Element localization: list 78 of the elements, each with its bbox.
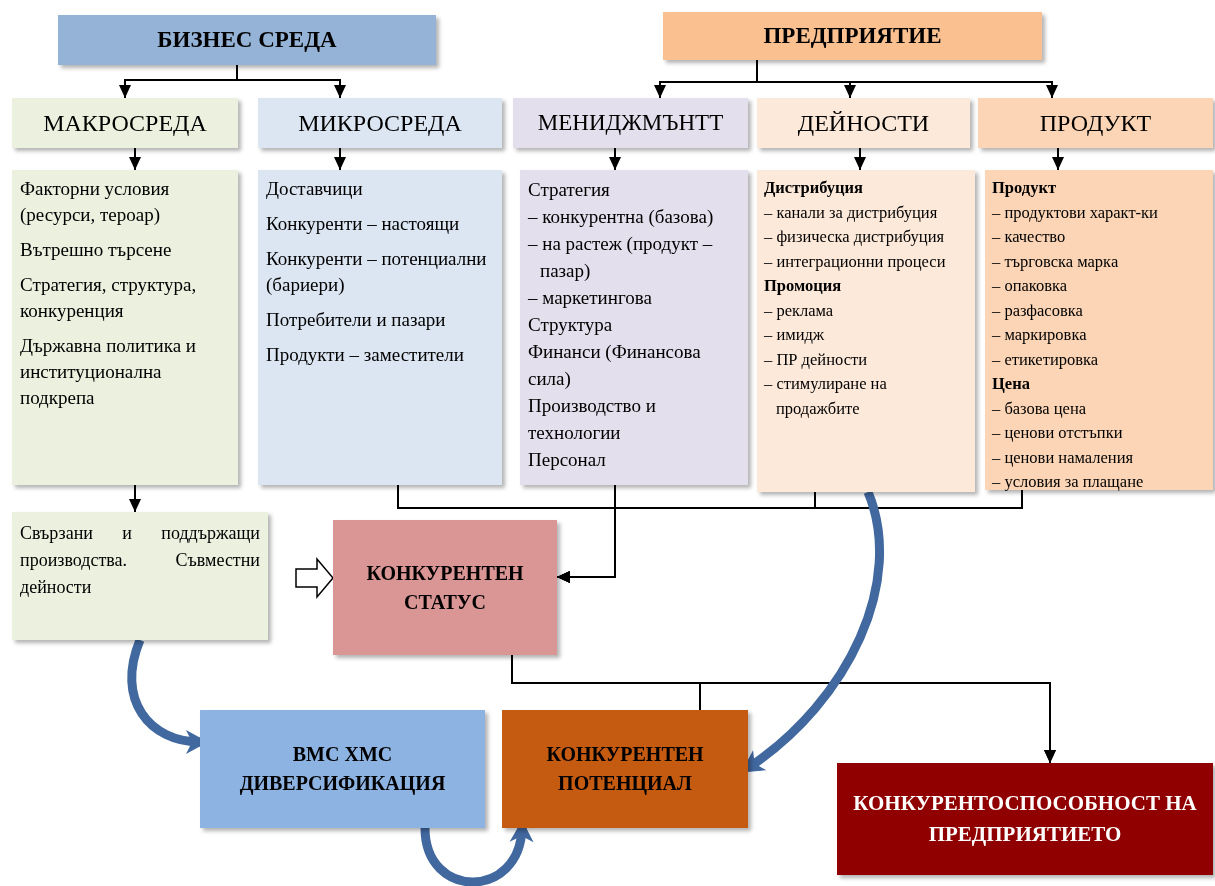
box-title: ВМС ХМС ДИВЕРСИФИКАЦИЯ — [238, 742, 447, 797]
list-item: – канали за дистрибуция — [764, 201, 939, 224]
process-box — [12, 512, 268, 640]
list-item: Доставчици — [266, 177, 364, 201]
process-box — [333, 520, 557, 655]
list-item: Продукти – заместители — [266, 343, 465, 367]
category-box — [513, 98, 748, 148]
box-title: МЕНИДЖМЪНТТ — [537, 108, 724, 137]
list-item: – интеграционни процеси — [764, 250, 947, 273]
list-item: – търговска марка — [992, 250, 1120, 273]
category-box — [58, 15, 436, 65]
list-heading: Продукт — [992, 177, 1057, 199]
box-title: МАКРОСРЕДА — [43, 109, 207, 138]
box-title: ПРОДУКТ — [1039, 109, 1152, 138]
arrow — [236, 64, 346, 99]
result-box — [837, 763, 1213, 875]
list-item: – на растеж (продукт – пазар) — [528, 232, 714, 283]
list-item: Структура — [528, 313, 614, 337]
box-title: КОНКУРЕНТЕН ПОТЕНЦИАЛ — [545, 742, 705, 797]
list-item: – конкурентна (базова) — [528, 205, 715, 229]
list-item: Стратегия, структура, конкуренция — [20, 273, 198, 323]
list-panel — [258, 170, 502, 485]
box-title: КОНКУРЕНТОСПОСОБНОСТ НА ПРЕДПРИЯТИЕТО — [852, 790, 1198, 848]
category-box — [258, 98, 502, 148]
block-arrow — [295, 556, 334, 600]
list-heading: Дистрибуция — [764, 177, 864, 199]
process-box — [200, 710, 485, 828]
category-box — [12, 98, 238, 148]
list-item: – ценови намаления — [992, 446, 1135, 469]
list-item: Стратегия — [528, 178, 611, 202]
list-item: Държавна политика и институционална подкрепа — [20, 334, 197, 410]
list-item: – маркетингова — [528, 286, 653, 310]
category-box — [757, 98, 970, 148]
category-box — [663, 12, 1042, 60]
list-item: – етикетировка — [992, 348, 1100, 371]
box-title: БИЗНЕС СРЕДА — [157, 25, 337, 54]
arrow — [334, 147, 346, 171]
list-item: – разфасовка — [992, 299, 1084, 322]
arrow — [854, 147, 866, 171]
arrow — [556, 489, 1023, 583]
list-item: – условия за плащане — [992, 471, 1145, 493]
list-item: – физическа дистрибуция — [764, 226, 946, 248]
box-title: МИКРОСРЕДА — [298, 109, 462, 138]
list-item: Персонал — [528, 448, 607, 472]
list-item: – продуктови характ-ки — [992, 201, 1159, 224]
box-title: ДЕЙНОСТИ — [797, 109, 930, 138]
list-item: – имидж — [764, 324, 826, 346]
list-item: – ПР дейности — [764, 348, 868, 371]
box-title: КОНКУРЕНТЕН СТАТУС — [365, 560, 525, 615]
list-item: – опаковка — [992, 275, 1069, 297]
list-item: Потребители и пазари — [266, 308, 447, 332]
arrow — [609, 147, 621, 171]
list-item: – реклама — [764, 299, 835, 322]
list-item: Факторни условия (ресурси, тероар) — [20, 177, 171, 227]
box-text: Свързани и поддържащи производства. Съвместни дейности — [20, 522, 260, 599]
list-item: – ценови отстъпки — [992, 422, 1124, 444]
list-heading: Промоция — [764, 275, 843, 297]
list-item: – маркировка — [992, 324, 1088, 346]
arrow — [129, 484, 141, 513]
list-item: – качество — [992, 226, 1067, 248]
list-panel — [985, 170, 1213, 490]
arrow — [699, 682, 1056, 764]
list-item: – стимулиране на продажбите — [764, 373, 888, 420]
arrow — [129, 147, 141, 171]
list-panel — [520, 170, 748, 485]
list-item: Вътрешно търсене — [20, 238, 173, 262]
arrow — [1052, 147, 1064, 171]
category-box — [978, 98, 1213, 148]
list-panel — [757, 170, 975, 492]
list-item: – базова цена — [992, 397, 1088, 420]
list-item: Производство и технологии — [528, 394, 657, 445]
list-panel — [12, 170, 238, 485]
list-item: Конкуренти – настоящи — [266, 212, 461, 236]
list-heading: Цена — [992, 373, 1031, 395]
box-title: ПРЕДПРИЯТИЕ — [763, 21, 942, 50]
list-item: Конкуренти – потенциални (бариери) — [266, 247, 488, 297]
process-box — [502, 710, 748, 828]
list-item: Финанси (Финансова сила) — [528, 340, 702, 391]
